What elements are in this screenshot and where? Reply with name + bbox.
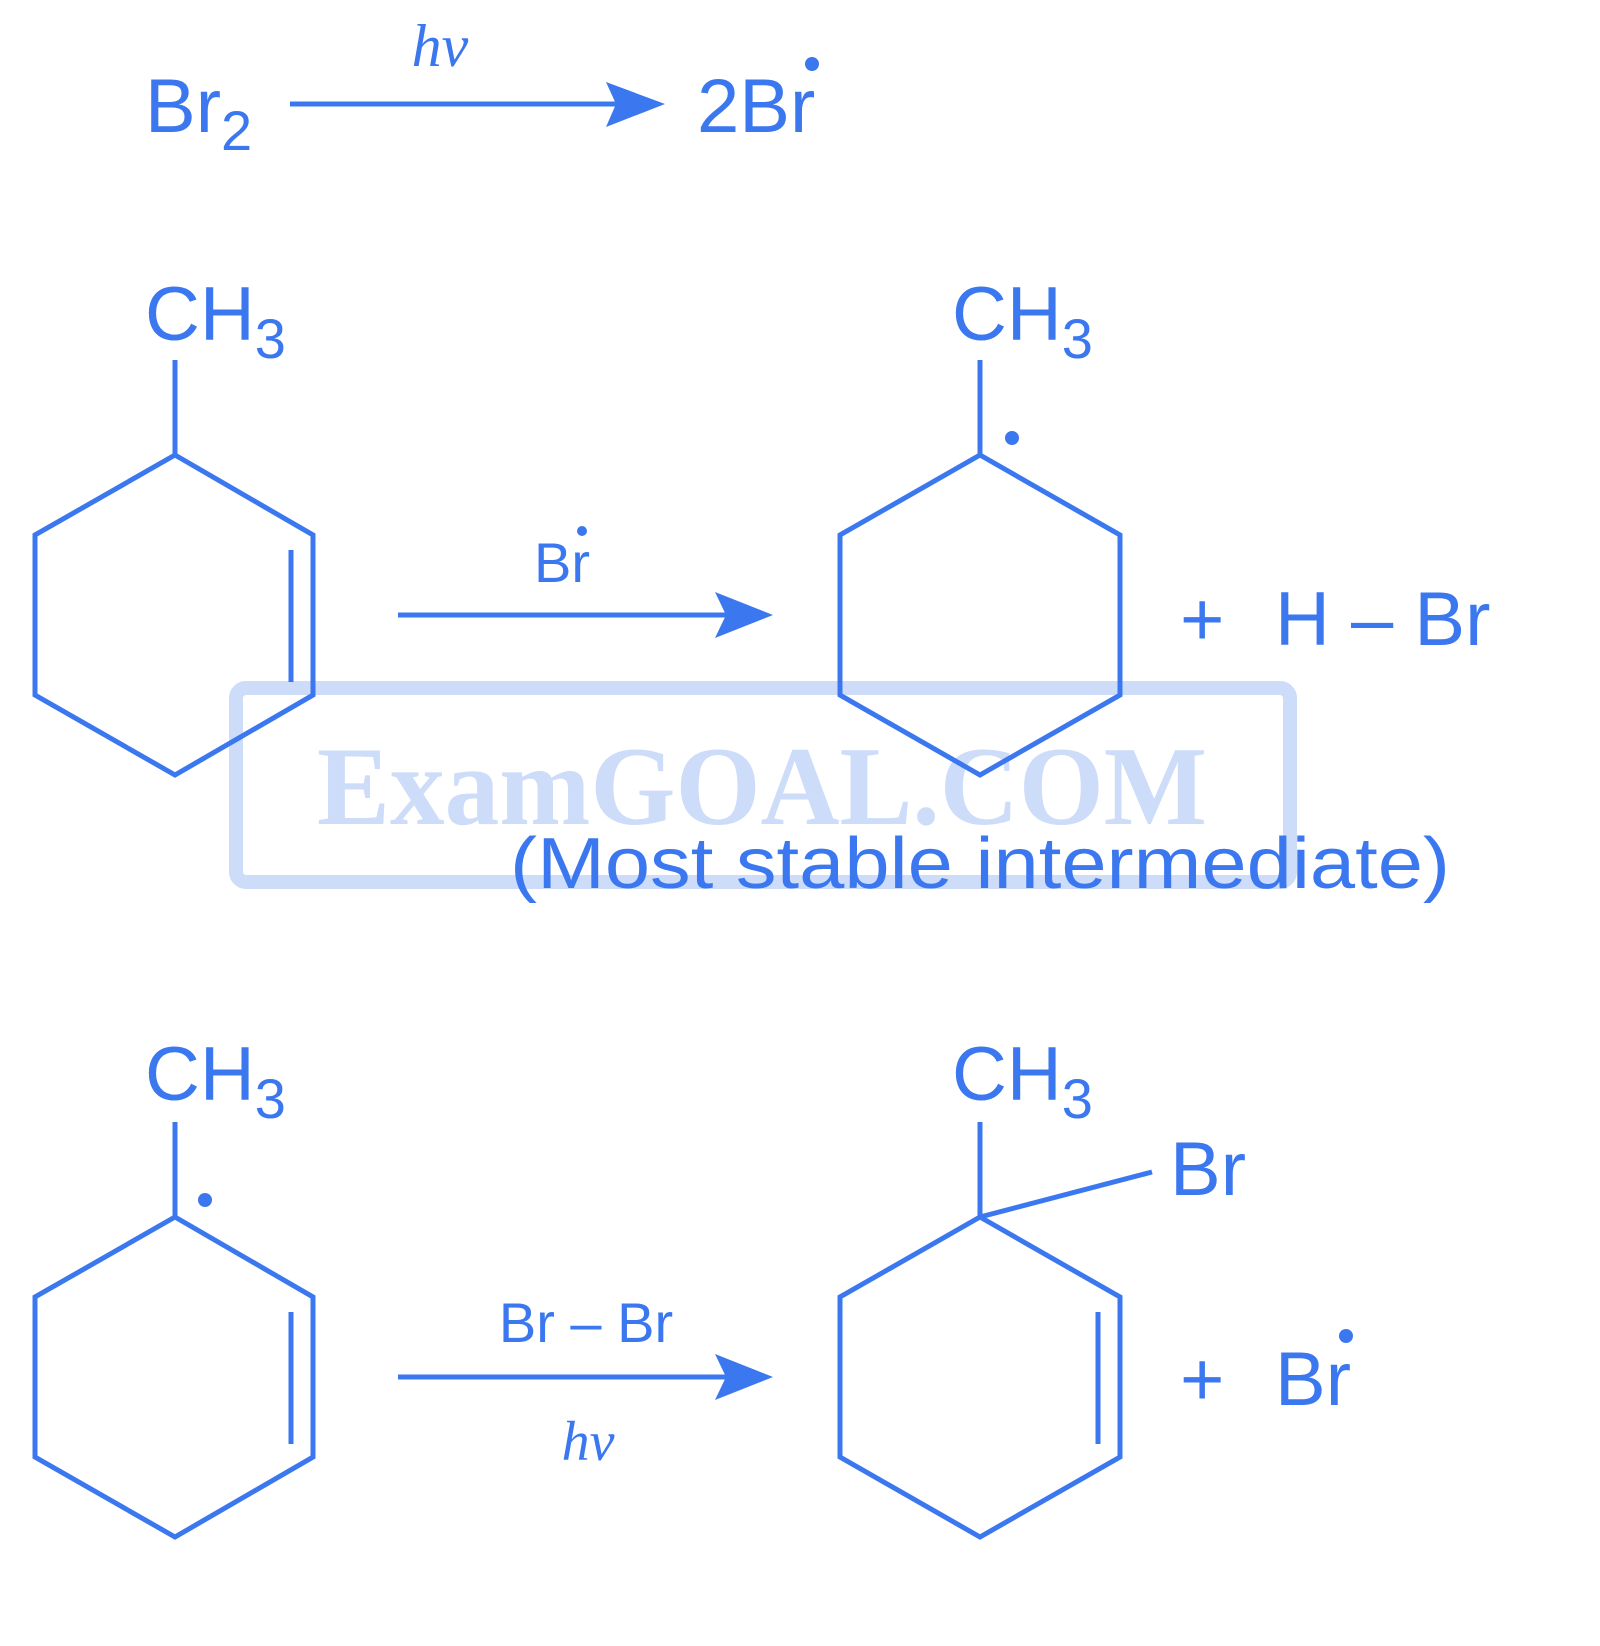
methyl-label: CH3: [952, 1032, 1093, 1130]
plus-sign: +: [1180, 577, 1224, 662]
watermark-frame: [229, 681, 1297, 889]
radical-dot-icon: [1339, 1329, 1353, 1343]
radical-dot-icon: [577, 526, 587, 536]
arrowhead-icon: [715, 592, 773, 638]
byproduct-hbr: H – Br: [1275, 577, 1490, 662]
reactant-methylcyclohexene: CH3: [32, 272, 316, 778]
bromine-label: Br: [1170, 1127, 1246, 1212]
radical-dot-icon: [1005, 431, 1019, 445]
cyclohexene-ring: [837, 1214, 1123, 1540]
methyl-label: CH3: [145, 272, 286, 370]
product-bromo-methylcyclohexene: CH3 Br: [837, 1032, 1246, 1540]
product-2br: 2Br: [697, 64, 815, 149]
condition-hv: hν: [562, 1411, 615, 1473]
cyclohexane-ring: [837, 452, 1123, 778]
watermark: ExamGOAL.COM: [229, 681, 1297, 889]
methyl-label: CH3: [952, 272, 1093, 370]
caption-most-stable-intermediate: (Most stable intermediate): [510, 824, 1450, 904]
reaction-2: CH3 Br CH3 + H – Br (Most stable interme…: [32, 272, 1490, 904]
product-radical-intermediate: CH3: [837, 272, 1123, 778]
reaction-arrow-3: Br – Br hν: [398, 1291, 773, 1473]
reaction-arrow-1: [290, 82, 665, 127]
reagent-br-br: Br – Br: [499, 1291, 673, 1354]
condition-hv: hν: [412, 13, 469, 79]
radical-dot-icon: [198, 1193, 212, 1207]
byproduct-br-radical: Br: [1275, 1337, 1351, 1422]
reaction-3: CH3 Br – Br hν CH3 Br + Br: [32, 1032, 1353, 1540]
arrowhead-icon: [715, 1354, 773, 1400]
reactant-br2: Br2: [145, 64, 252, 162]
c-br-bond: [979, 1169, 1153, 1220]
arrowhead-icon: [606, 82, 665, 127]
reagent-br-radical: Br: [534, 531, 590, 594]
radical-dot-icon: [805, 57, 819, 71]
cyclohexene-ring: [32, 452, 316, 778]
reaction-arrow-2: Br: [398, 526, 773, 638]
cyclohexene-ring: [32, 1214, 316, 1540]
reaction-1: Br2 hν 2Br: [145, 13, 819, 162]
plus-sign: +: [1180, 1337, 1224, 1422]
methyl-label: CH3: [145, 1032, 286, 1130]
watermark-text: ExamGOAL.COM: [317, 725, 1207, 849]
reactant-radical: CH3: [32, 1032, 316, 1540]
